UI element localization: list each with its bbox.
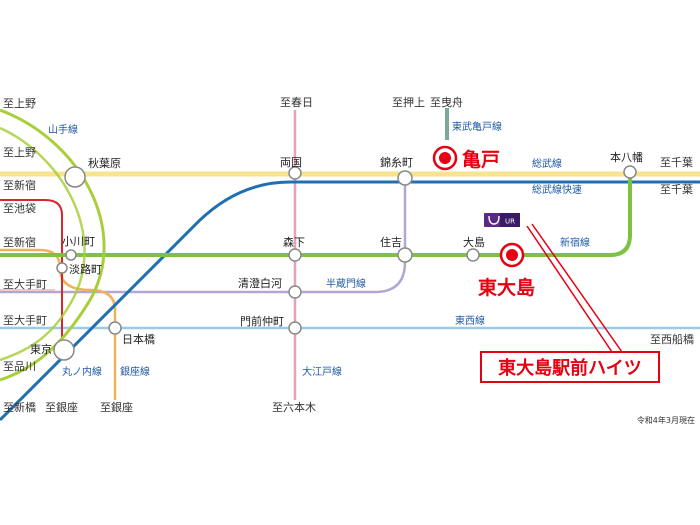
- ur-badge-label: UR: [505, 218, 515, 226]
- station-label-akihabara: 秋葉原: [88, 156, 121, 170]
- left-label-2: 至新宿: [3, 178, 36, 192]
- station-akihabara[interactable]: [64, 166, 86, 188]
- line-label-tobu-kameido: 東武亀戸線: [452, 120, 502, 133]
- station-ryogoku[interactable]: [288, 166, 302, 180]
- highlight-label-higashi-ojima: 東大島: [478, 276, 535, 299]
- top-label-1: 至押上: [392, 95, 425, 109]
- left-label-1: 至上野: [3, 146, 36, 159]
- highlight-higashi-ojima[interactable]: [499, 242, 525, 268]
- station-tokyo[interactable]: [53, 339, 75, 361]
- highlight-label-kameido: 亀戸: [462, 149, 500, 171]
- bottom-label-2: 至六本木: [272, 400, 316, 414]
- callout-pointer: [526, 223, 623, 353]
- kameido-marker-icon: [439, 152, 451, 164]
- top-label-2: 至曳舟: [430, 95, 463, 109]
- station-sumiyoshi[interactable]: [397, 247, 413, 263]
- line-label-tozai: 東西線: [455, 314, 485, 327]
- right-label-0: 至千葉: [660, 155, 693, 169]
- ur-badge: UR: [484, 213, 520, 227]
- line-label-oedo: 大江戸線: [302, 365, 342, 378]
- left-label-7: 至品川: [3, 360, 36, 373]
- station-label-ogawamachi: 小川町: [62, 235, 95, 248]
- station-kinshicho[interactable]: [397, 170, 413, 186]
- marunouchi-line: [0, 199, 63, 350]
- left-label-4: 至新宿: [3, 235, 36, 249]
- line-label-marunouchi: 丸ノ内線: [62, 365, 102, 378]
- yamanote-line: [0, 108, 106, 382]
- line-label-ginza: 銀座線: [120, 365, 150, 378]
- higashi-ojima-marker-icon: [506, 249, 518, 261]
- station-label-morishita: 森下: [283, 235, 305, 249]
- left-label-6: 至大手町: [3, 313, 47, 327]
- right-label-1: 至千葉: [660, 182, 693, 196]
- station-awajicho[interactable]: [56, 262, 68, 274]
- station-label-motoyawata: 本八幡: [610, 150, 643, 164]
- bottom-label-0: 至銀座: [45, 400, 78, 414]
- station-ogawamachi[interactable]: [65, 249, 77, 261]
- line-label-sobu-rapid: 総武線快速: [532, 183, 582, 196]
- yamanote-line-inner: [0, 126, 86, 362]
- left-label-8: 至新橋: [3, 400, 36, 414]
- left-label-5: 至大手町: [3, 277, 47, 291]
- station-label-ryogoku: 両国: [280, 156, 302, 169]
- highlight-kameido[interactable]: [432, 145, 458, 171]
- station-morishita[interactable]: [288, 248, 302, 262]
- bottom-label-1: 至銀座: [100, 400, 133, 414]
- station-label-kiyosumi: 清澄白河: [238, 276, 282, 290]
- date-note: 令和4年3月現在: [637, 415, 695, 425]
- top-label-0: 至春日: [280, 96, 313, 109]
- line-label-sobu: 総武線: [532, 157, 562, 170]
- station-label-kinshicho: 錦糸町: [380, 155, 413, 169]
- left-label-0: 至上野: [3, 97, 36, 110]
- station-label-awajicho: 淡路町: [69, 263, 102, 276]
- station-label-ojima: 大島: [463, 235, 485, 249]
- station-nihonbashi[interactable]: [108, 321, 122, 335]
- station-label-nihonbashi: 日本橋: [122, 332, 155, 346]
- station-label-monzen: 門前仲町: [240, 314, 284, 328]
- line-label-hanzomon: 半蔵門線: [326, 277, 366, 290]
- property-label-box: [480, 351, 660, 383]
- station-motoyawata[interactable]: [623, 165, 637, 179]
- right-label-2: 至西船橋: [650, 332, 694, 346]
- sobu-rapid-line: [0, 180, 700, 422]
- shinjuku-line: [0, 172, 632, 257]
- station-monzen[interactable]: [288, 321, 302, 335]
- station-ojima[interactable]: [466, 248, 480, 262]
- property-label: 東大島駅前ハイツ: [498, 357, 642, 379]
- station-label-tokyo: 東京: [30, 342, 52, 356]
- station-label-sumiyoshi: 住吉: [380, 235, 402, 249]
- left-label-3: 至池袋: [3, 201, 36, 215]
- station-kiyosumi[interactable]: [288, 285, 302, 299]
- line-label-yamanote: 山手線: [48, 123, 78, 136]
- ur-logo-icon: [488, 215, 500, 225]
- line-label-shinjuku: 新宿線: [560, 236, 590, 249]
